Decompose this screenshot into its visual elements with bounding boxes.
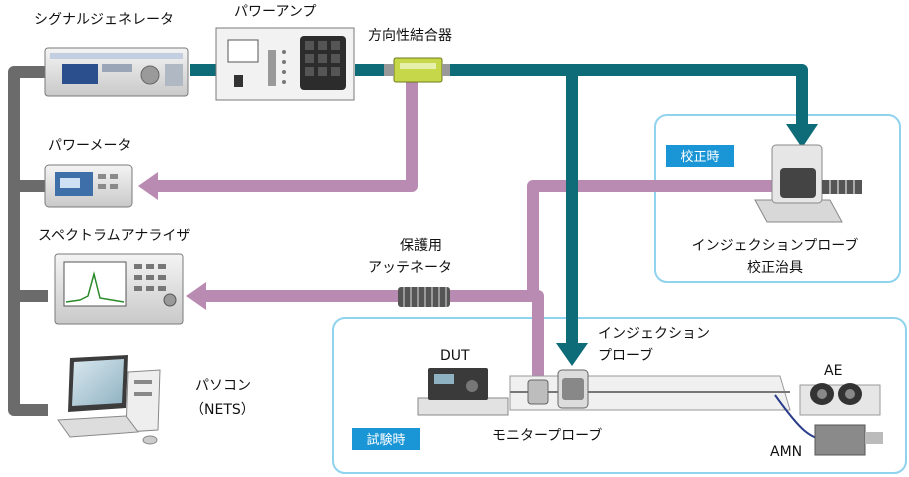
attenuator-label-line1: 保護用 <box>400 238 442 254</box>
calibration-panel <box>654 114 901 283</box>
spectrum-analyzer-arrow <box>186 282 206 310</box>
power-meter-label: パワーメータ <box>48 138 131 154</box>
pc-label-line2: （NETS） <box>190 402 255 418</box>
monitor-probe-path <box>200 290 544 382</box>
calibration-badge <box>666 145 734 167</box>
calibration-badge-text: 校正時 <box>680 149 719 165</box>
pc-workstation <box>57 355 161 445</box>
directional-coupler-label: 方向性結合器 <box>368 28 452 44</box>
test-badge-text: 試験時 <box>366 432 405 448</box>
ae-label: AE <box>824 363 842 379</box>
attenuator-label-line2: アッテネータ <box>368 260 452 276</box>
calibration-fixture-label-line2: 校正治具 <box>747 259 803 276</box>
injection-probe-label-line1: インジェクション <box>598 326 710 342</box>
spectrum-analyzer <box>54 253 184 325</box>
spectrum-analyzer-label: スペクトラムアナライザ <box>38 228 190 244</box>
dut-label: DUT <box>440 348 470 364</box>
monitor-probe-label: モニタープローブ <box>492 427 602 444</box>
coupler-to-powermeter-path <box>155 82 418 192</box>
test-badge <box>352 428 420 450</box>
calibration-fixture-label-line1: インジェクションプローブ <box>692 237 859 254</box>
power-amp-label: パワーアンプ <box>234 4 316 20</box>
directional-coupler <box>384 57 450 83</box>
signal-generator <box>44 47 189 97</box>
injection-probe-label-line2: プローブ <box>598 347 653 364</box>
coupler-forward-path <box>444 64 808 125</box>
signal-generator-label: シグナルジェネレータ <box>34 12 174 28</box>
power-amp <box>215 27 355 101</box>
pc-control-bus <box>8 66 48 416</box>
amn-label: AMN <box>770 444 802 460</box>
calibration-fixture <box>754 144 862 223</box>
powermeter-arrow <box>138 172 158 200</box>
test-bench <box>417 368 883 456</box>
power-meter <box>44 164 133 208</box>
injection-probe-arrow <box>556 343 588 366</box>
pc-label-line1: パソコン <box>195 378 251 394</box>
probe-return-path <box>527 180 775 296</box>
calibration-arrow <box>786 124 818 148</box>
test-panel <box>332 317 907 474</box>
protective-attenuator <box>398 287 450 307</box>
